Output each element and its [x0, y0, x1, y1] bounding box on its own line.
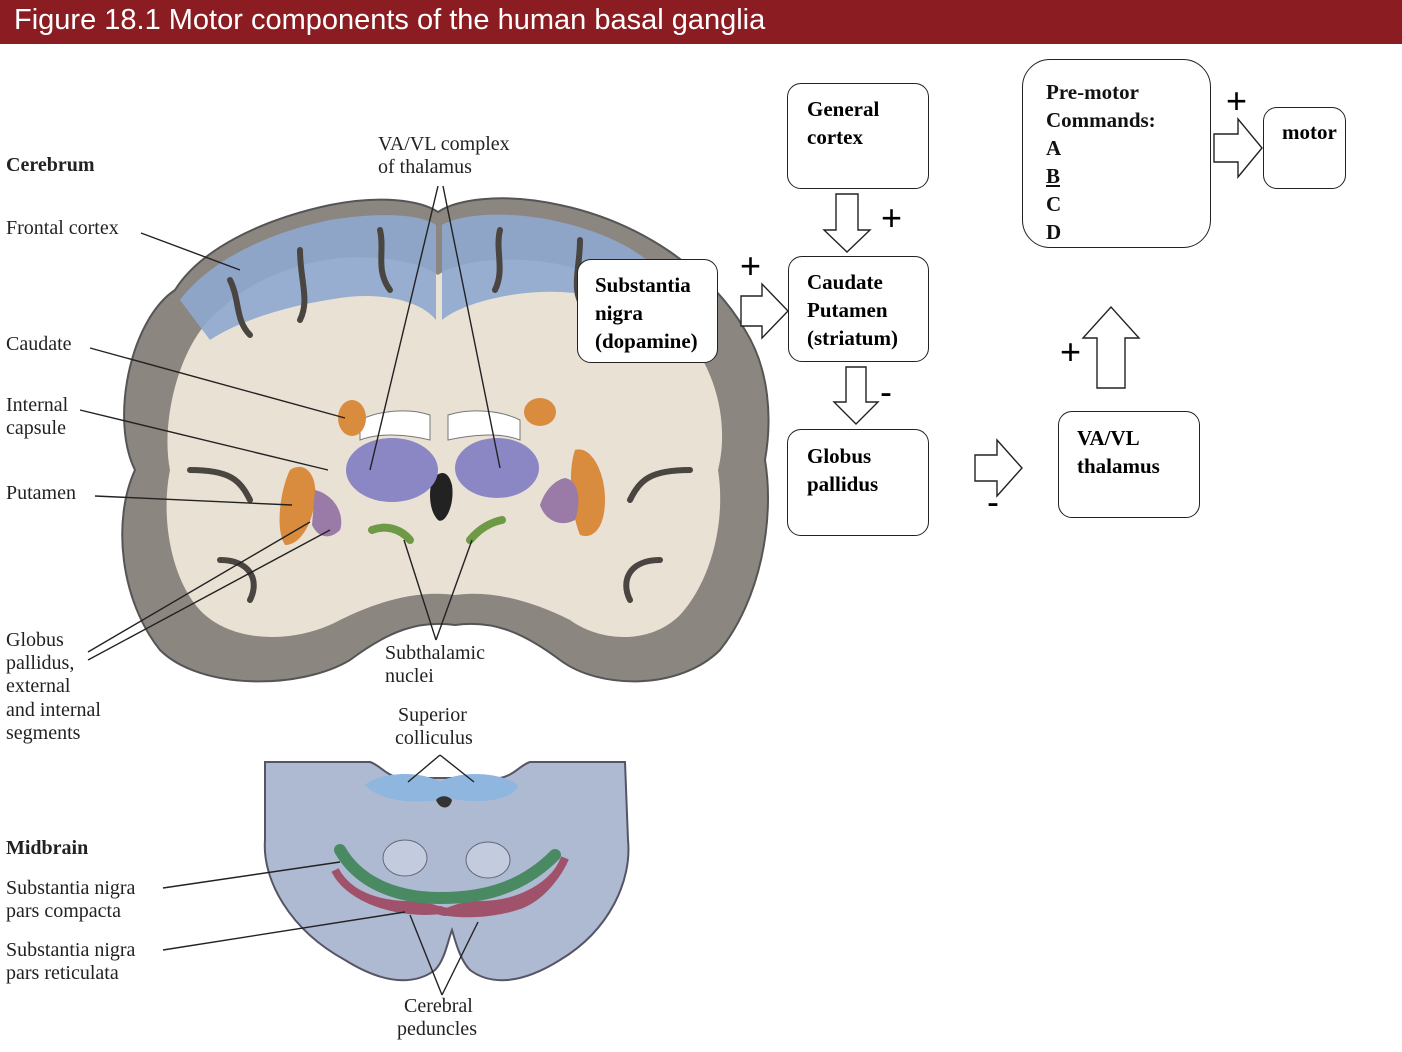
premotor-item-c: C	[1046, 192, 1062, 216]
striatum-line2: Putamen	[807, 298, 888, 322]
label-sn-reticulata-1: Substantia nigra	[6, 939, 136, 961]
putamen-right	[570, 449, 605, 536]
premotor-item-d: D	[1046, 220, 1062, 244]
box-motor	[1263, 107, 1346, 189]
figure-title: Figure 18.1 Motor components of the huma…	[14, 4, 766, 36]
arrow-premotor-to-motor	[1213, 117, 1263, 179]
sign-cortex-to-striatum: +	[881, 197, 903, 238]
sign-pallidus-to-thalamus: -	[987, 481, 999, 522]
label-superior-colliculus-1: Superior	[398, 704, 467, 726]
label-cerebral-peduncles-1: Cerebral	[404, 995, 473, 1017]
red-nucleus-left	[382, 839, 428, 877]
midbrain-outline	[263, 761, 630, 982]
label-sn-compacta-1: Substantia nigra	[6, 877, 136, 899]
label-subthalamic-1: Subthalamic	[385, 642, 485, 664]
label-cerebral-peduncles-2: peduncles	[397, 1018, 477, 1040]
sign-thalamus-to-premotor: +	[1060, 331, 1082, 372]
striatum-line1: Caudate	[807, 270, 883, 294]
coronal-section	[121, 197, 770, 683]
label-internal-capsule-2: capsule	[6, 417, 66, 439]
arrow-nigra-to-striatum	[740, 282, 789, 340]
label-caudate: Caudate	[6, 333, 72, 355]
box-globus-pallidus	[787, 429, 929, 536]
striatum-line3: (striatum)	[807, 326, 898, 350]
label-globus-pallidus-5: segments	[6, 722, 81, 744]
globus-pallidus-line2: pallidus	[807, 472, 879, 496]
label-putamen: Putamen	[6, 482, 76, 504]
arrow-striatum-to-pallidus	[832, 366, 880, 425]
box-general-cortex	[787, 83, 929, 189]
general-cortex-line1: General	[807, 97, 880, 121]
superior-colliculus	[365, 774, 518, 802]
third-ventricle	[430, 473, 453, 521]
sn-compacta	[334, 844, 561, 905]
premotor-commands: Pre-motor Commands: A B C D	[1046, 78, 1156, 246]
label-sn-compacta-2: pars compacta	[6, 900, 121, 922]
arrow-pallidus-to-thalamus	[974, 438, 1023, 498]
general-cortex-line2: cortex	[807, 125, 863, 149]
label-sn-reticulata-2: pars reticulata	[6, 962, 119, 984]
sign-nigra-to-striatum: +	[740, 245, 762, 286]
premotor-line1: Pre-motor	[1046, 80, 1139, 104]
globus-pallidus-left	[312, 490, 342, 537]
box-striatum	[788, 256, 929, 362]
label-globus-pallidus-1: Globus	[6, 629, 64, 651]
label-superior-colliculus-2: colliculus	[395, 727, 473, 749]
premotor-item-b: B	[1046, 164, 1061, 188]
label-midbrain: Midbrain	[6, 837, 89, 859]
ventricle-left	[359, 410, 431, 441]
frontal-cortex	[180, 215, 436, 340]
caudate-left	[338, 400, 366, 436]
label-va-vl-2: of thalamus	[378, 156, 472, 178]
label-frontal-cortex: Frontal cortex	[6, 217, 119, 239]
subthalamic-right	[466, 516, 506, 544]
label-subthalamic-2: nuclei	[385, 665, 434, 687]
globus-pallidus-right	[540, 478, 579, 524]
motor-label: motor	[1282, 120, 1337, 144]
caudate-right	[524, 398, 556, 426]
substantia-nigra-line1: Substantia	[595, 273, 691, 297]
subthalamic-left	[368, 523, 414, 544]
thalamus-left	[346, 438, 438, 502]
flow-arrows	[740, 117, 1263, 498]
sign-premotor-to-motor: +	[1226, 80, 1248, 121]
aqueduct	[436, 796, 452, 808]
label-globus-pallidus-2: pallidus,	[6, 652, 75, 674]
midbrain-section	[263, 761, 630, 982]
leader-lines	[79, 185, 501, 996]
sign-striatum-to-pallidus: -	[880, 371, 892, 412]
putamen-left	[279, 466, 316, 545]
box-va-vl-thalamus	[1058, 411, 1200, 518]
label-globus-pallidus-4: and internal	[6, 699, 101, 721]
red-nucleus-right	[465, 841, 511, 879]
premotor-item-a: A	[1046, 136, 1062, 160]
label-va-vl-1: VA/VL complex	[378, 133, 510, 155]
box-substantia-nigra	[577, 259, 718, 363]
label-cerebrum: Cerebrum	[6, 154, 95, 176]
substantia-nigra-line3: (dopamine)	[595, 329, 698, 353]
thalamus-line2: thalamus	[1077, 454, 1160, 478]
premotor-line2: Commands:	[1046, 108, 1156, 132]
sn-reticulata	[331, 856, 569, 918]
globus-pallidus-line1: Globus	[807, 444, 872, 468]
thalamus-right	[455, 438, 539, 498]
label-internal-capsule-1: Internal	[6, 394, 69, 416]
substantia-nigra-line2: nigra	[595, 301, 643, 325]
label-globus-pallidus-3: external	[6, 675, 71, 697]
arrow-thalamus-to-premotor	[1081, 305, 1141, 389]
ventricle-right	[447, 410, 521, 441]
title-bar: Figure 18.1 Motor components of the huma…	[0, 0, 1402, 44]
box-premotor-commands	[1022, 59, 1211, 248]
arrow-cortex-to-striatum	[822, 193, 872, 253]
thalamus-line1: VA/VL	[1077, 426, 1140, 450]
